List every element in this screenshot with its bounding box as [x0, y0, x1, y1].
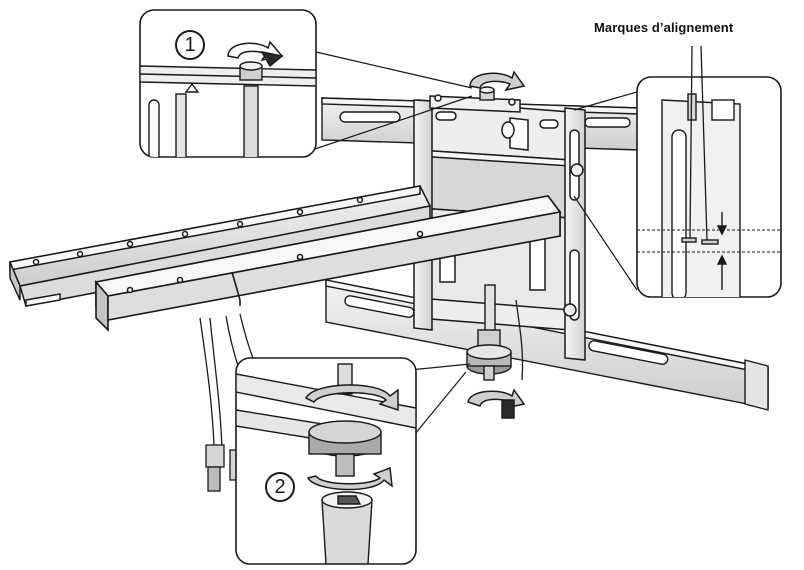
adjustment-knob [466, 284, 512, 381]
rotate-clockwise-arrow-icon [306, 466, 393, 491]
rotate-counterclockwise-arrow-icon [227, 40, 284, 68]
extension-arm-back [8, 185, 432, 301]
cables [199, 299, 524, 492]
step-2-badge: 2 [265, 472, 295, 502]
up-arrow-icon [716, 254, 728, 290]
inset-step-2 [235, 357, 417, 565]
rotate-clockwise-arrow-icon [304, 384, 399, 412]
extension-arm-front [94, 195, 562, 332]
step-1-badge: 1 [175, 30, 205, 60]
inset-alignment-zoom [636, 45, 782, 298]
rotate-counterclockwise-arrow-icon [469, 70, 526, 92]
callout-leaders [311, 51, 638, 441]
top-nut [479, 86, 495, 101]
rotate-counterclockwise-arrow-icon [467, 388, 526, 419]
inset-step-1 [139, 9, 317, 158]
down-arrow-icon [716, 212, 728, 236]
alignment-marks-label: Marques d’alignement [594, 20, 734, 35]
